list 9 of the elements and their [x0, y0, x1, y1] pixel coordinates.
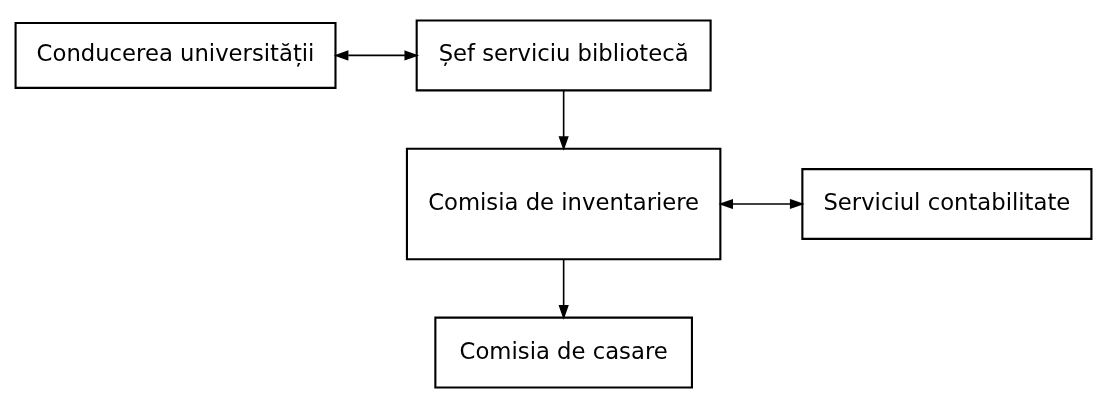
node-box: Șef serviciu bibliotecă [415, 19, 712, 92]
arrow [558, 258, 569, 320]
node-box: Comisia de casare [434, 316, 693, 389]
node-box: Conducerea universității [14, 21, 337, 89]
arrow [558, 89, 569, 151]
node-box: Comisia de inventariere [405, 147, 722, 261]
node-box: Serviciul contabilitate [801, 168, 1093, 240]
arrow [718, 198, 805, 210]
arrow [333, 50, 420, 61]
